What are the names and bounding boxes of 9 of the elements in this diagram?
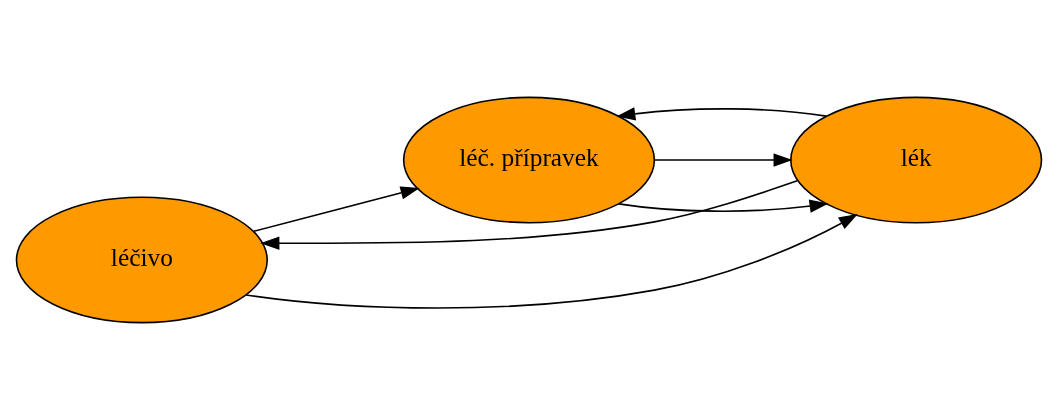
arrow [260, 179, 798, 250]
arrow [616, 106, 827, 120]
arrow [653, 152, 793, 167]
node-ellipse: lék [790, 96, 1043, 223]
arrow [245, 213, 858, 309]
node-ellipse: léč. přípravek [402, 96, 656, 223]
arrow [252, 185, 420, 232]
node-ellipse: léčivo [15, 196, 268, 323]
arrow [617, 199, 829, 213]
